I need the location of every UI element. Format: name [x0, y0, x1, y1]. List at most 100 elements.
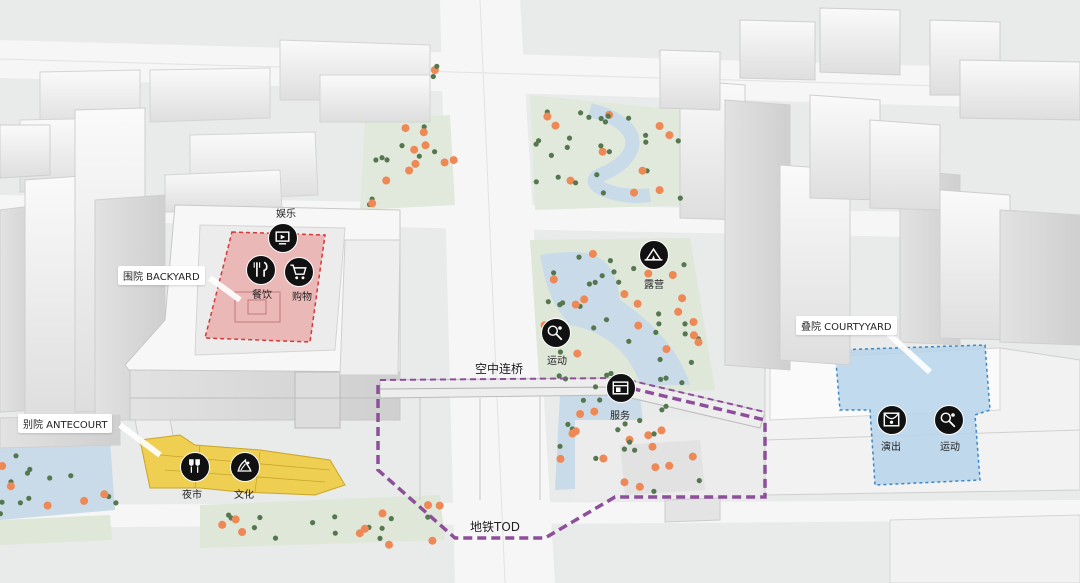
kiosk-icon[interactable]	[606, 373, 636, 403]
tree	[681, 262, 687, 268]
tree	[656, 321, 662, 327]
tree	[432, 149, 438, 155]
tree	[332, 530, 338, 536]
ball-racket-icon[interactable]	[934, 405, 964, 435]
tree	[622, 421, 628, 427]
antecourt-label[interactable]: 别院 ANTECOURT	[18, 414, 113, 433]
tree	[594, 172, 600, 178]
tree	[591, 325, 597, 331]
tree	[635, 482, 644, 491]
tree	[385, 540, 393, 549]
entertainment-label: 娱乐	[276, 209, 296, 220]
tree	[416, 153, 422, 159]
ball-racket-icon[interactable]	[541, 318, 571, 348]
camping-label: 露营	[644, 280, 664, 291]
tree	[653, 329, 659, 335]
courtyard-label[interactable]: 叠院 COURTYYARD	[796, 316, 897, 335]
tree	[564, 144, 570, 150]
tree	[27, 466, 33, 472]
tree	[545, 299, 551, 305]
tree	[668, 271, 677, 279]
backyard-label[interactable]: 围院 BACKYARD	[118, 266, 205, 285]
tree	[659, 407, 665, 413]
tree	[662, 345, 671, 354]
south-buildings	[664, 497, 1080, 583]
tree	[449, 156, 458, 165]
tree	[257, 514, 263, 521]
tree	[593, 455, 599, 461]
tree	[634, 321, 643, 330]
tree	[644, 269, 653, 278]
tree	[689, 318, 698, 326]
tree	[598, 147, 607, 156]
tree	[560, 300, 566, 306]
tree	[430, 73, 436, 80]
tree	[557, 443, 563, 449]
tree	[656, 311, 662, 317]
monitor-icon[interactable]	[268, 223, 298, 253]
tree	[533, 141, 539, 147]
tree	[632, 447, 638, 453]
tree	[379, 155, 385, 161]
culture-icon[interactable]	[230, 452, 260, 482]
tree	[373, 157, 379, 163]
tent-icon[interactable]	[639, 240, 669, 270]
tree	[620, 478, 629, 487]
tree	[630, 188, 638, 197]
tree	[675, 138, 681, 144]
tree	[573, 180, 579, 186]
tree	[0, 511, 3, 517]
tree	[543, 112, 552, 121]
stage-icon[interactable]	[877, 405, 907, 435]
sports-courtyard-label: 运动	[940, 442, 960, 453]
tree	[100, 490, 109, 499]
tree	[657, 356, 663, 363]
tree	[377, 535, 383, 542]
metro-tod-label: 地铁TOD	[470, 520, 521, 534]
tree	[425, 514, 431, 520]
tree	[332, 514, 338, 520]
fork-knife-icon[interactable]	[246, 255, 276, 285]
courtyard-zone[interactable]	[834, 344, 991, 486]
tree	[637, 417, 643, 424]
tree	[578, 110, 584, 116]
tree	[665, 131, 674, 140]
wine-glass-icon[interactable]	[180, 452, 210, 482]
tree	[421, 141, 430, 150]
tree	[571, 427, 580, 436]
tree	[658, 376, 664, 382]
tree	[399, 143, 405, 149]
tree	[557, 349, 564, 355]
tree	[638, 166, 647, 175]
tree	[378, 509, 387, 518]
tree	[615, 427, 621, 433]
metro-route[interactable]	[376, 385, 767, 540]
tree	[218, 520, 227, 529]
tree	[43, 501, 52, 510]
tree	[665, 461, 674, 470]
tree	[592, 279, 598, 285]
tree	[644, 431, 653, 440]
tree	[651, 463, 660, 472]
tree	[590, 407, 599, 416]
tree	[604, 372, 610, 378]
tree	[576, 410, 585, 418]
tree	[0, 499, 5, 505]
tree	[626, 338, 632, 344]
tree	[566, 176, 575, 185]
tree	[643, 139, 649, 145]
tree	[611, 269, 617, 275]
skybridge-label: 空中连桥	[475, 362, 524, 376]
tree	[419, 128, 428, 137]
tree	[631, 265, 637, 272]
cart-icon[interactable]	[284, 257, 314, 287]
tree	[556, 454, 565, 463]
tree	[566, 135, 573, 141]
tree	[651, 431, 657, 437]
skybridge-supports	[419, 396, 541, 500]
tree	[555, 174, 561, 180]
service-label: 服务	[610, 411, 630, 422]
tree	[694, 338, 703, 347]
tree	[405, 166, 414, 175]
